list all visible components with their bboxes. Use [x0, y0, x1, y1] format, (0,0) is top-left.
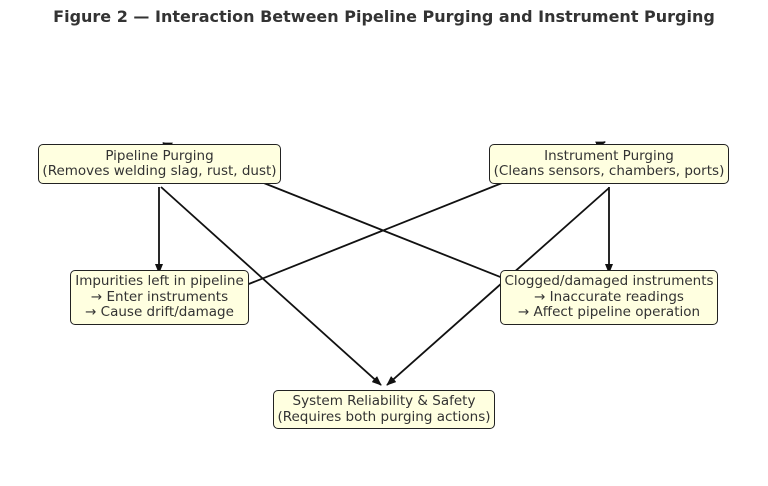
- node-impurities-line1: Impurities left in pipeline: [75, 273, 244, 290]
- node-instrument-purging-desc: (Cleans sensors, chambers, ports): [493, 163, 725, 179]
- node-system-desc: (Requires both purging actions): [277, 408, 491, 425]
- node-pipeline-purging-title: Pipeline Purging: [105, 147, 214, 164]
- node-clogged-line2: → Inaccurate readings: [534, 288, 684, 305]
- node-instrument-purging-title: Instrument Purging: [544, 147, 674, 164]
- arrow-pipeline-purging-to-system: [160, 186, 382, 386]
- node-impurities-line3: → Cause drift/damage: [85, 304, 234, 321]
- node-instrument-purging: Instrument Purging (Cleans sensors, cham…: [489, 144, 729, 184]
- node-impurities-line2: → Enter instruments: [90, 288, 229, 305]
- node-pipeline-purging: Pipeline Purging (Removes welding slag, …: [38, 144, 281, 184]
- node-clogged-instruments: Clogged/damaged instruments → Inaccurate…: [500, 270, 718, 325]
- node-impurities: Impurities left in pipeline → Enter inst…: [70, 270, 249, 325]
- node-clogged-line1: Clogged/damaged instruments: [504, 273, 714, 290]
- node-system-reliability: System Reliability & Safety (Requires bo…: [273, 390, 495, 429]
- arrow-instrument-purging-to-system: [386, 187, 610, 386]
- node-clogged-line3: → Affect pipeline operation: [517, 304, 701, 321]
- diagram-title: Figure 2 — Interaction Between Pipeline …: [53, 7, 715, 26]
- node-system-title: System Reliability & Safety: [292, 393, 476, 409]
- node-pipeline-purging-desc: (Removes welding slag, rust, dust): [42, 163, 277, 179]
